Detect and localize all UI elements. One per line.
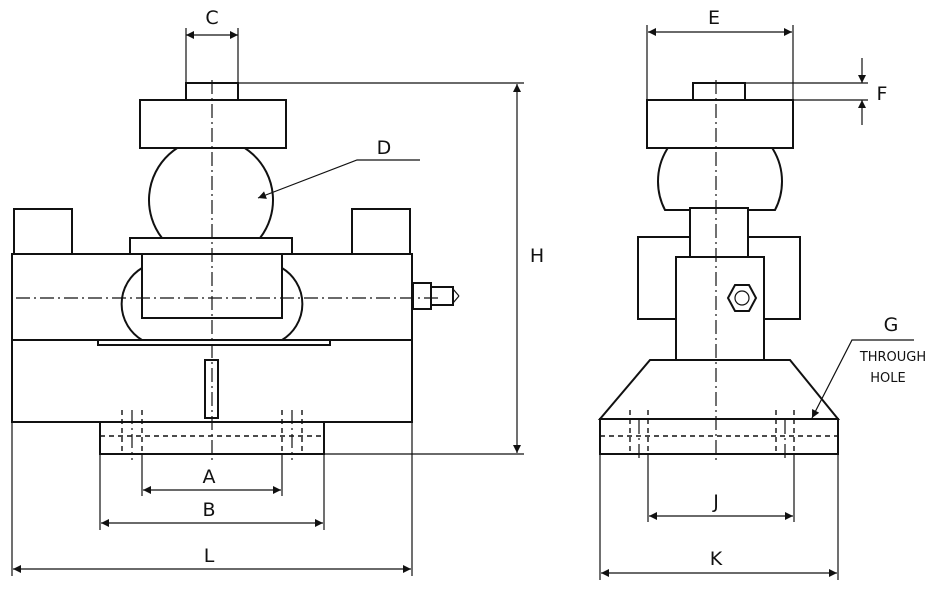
side-view: E F G THROUGH HOLE J K (597, 7, 926, 580)
side-column-top (689, 207, 749, 258)
side-top-cap (646, 99, 794, 149)
cable-gland (412, 282, 432, 310)
label-c: C (205, 7, 218, 29)
center-strip (97, 339, 331, 346)
left-side-block (13, 208, 73, 255)
label-through: THROUGH (859, 350, 926, 365)
label-l: L (204, 545, 215, 567)
cable (430, 286, 454, 306)
label-g: G (884, 314, 899, 336)
side-base-taper (597, 359, 841, 420)
label-d: D (377, 137, 392, 159)
label-h: H (530, 245, 544, 267)
ball (148, 137, 274, 239)
label-k: K (710, 548, 723, 570)
label-hole: HOLE (870, 371, 905, 386)
top-cap (139, 99, 287, 149)
front-view: C D H A B L (11, 7, 544, 576)
hex-nut-icon (726, 284, 758, 312)
label-a: A (203, 466, 216, 488)
label-e: E (708, 7, 720, 29)
label-b: B (202, 499, 215, 521)
side-top-pin (692, 82, 746, 101)
label-j: J (712, 491, 719, 513)
right-side-block (351, 208, 411, 255)
label-f: F (877, 83, 888, 105)
